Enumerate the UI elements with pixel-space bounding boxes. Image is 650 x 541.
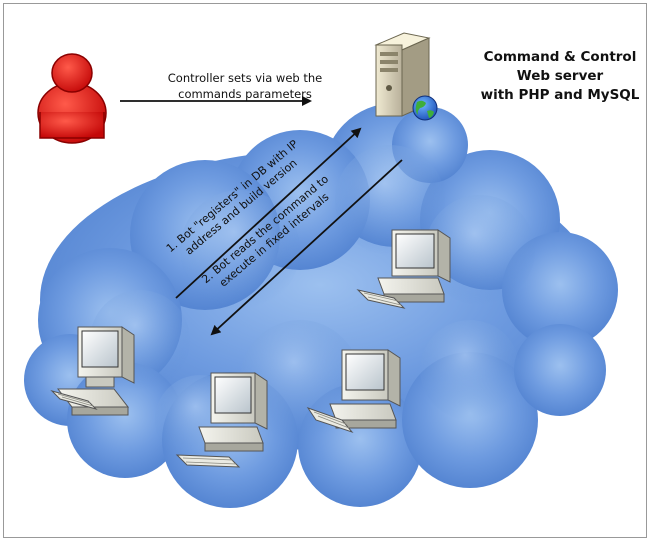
server-title-line-3: with PHP and MySQL [480, 87, 640, 103]
arrow-bot-registers [175, 127, 362, 299]
bot-computer-3 [306, 349, 401, 434]
user-icon [37, 53, 107, 144]
desktop-computer-icon [306, 349, 401, 434]
controller-note-line-2: commands parameters [178, 87, 312, 101]
controller-note-line-1: Controller sets via web the [167, 71, 323, 85]
server-title: Command & Control Web server with PHP an… [470, 48, 650, 105]
desktop-computer-icon [175, 372, 268, 468]
bot-computer-2 [175, 372, 268, 468]
server-globe-icon [374, 32, 438, 121]
bot-computer-4 [356, 229, 451, 309]
frame-border [3, 3, 647, 538]
desktop-computer-icon [356, 229, 451, 309]
server-title-line-1: Command & Control [483, 49, 637, 65]
arrow-bot-reads-command [210, 159, 403, 336]
bot-computer-1 [50, 326, 135, 416]
desktop-computer-icon [50, 326, 135, 416]
controller-note: Controller sets via web the commands par… [150, 70, 340, 102]
server-title-line-2: Web server [516, 68, 604, 84]
